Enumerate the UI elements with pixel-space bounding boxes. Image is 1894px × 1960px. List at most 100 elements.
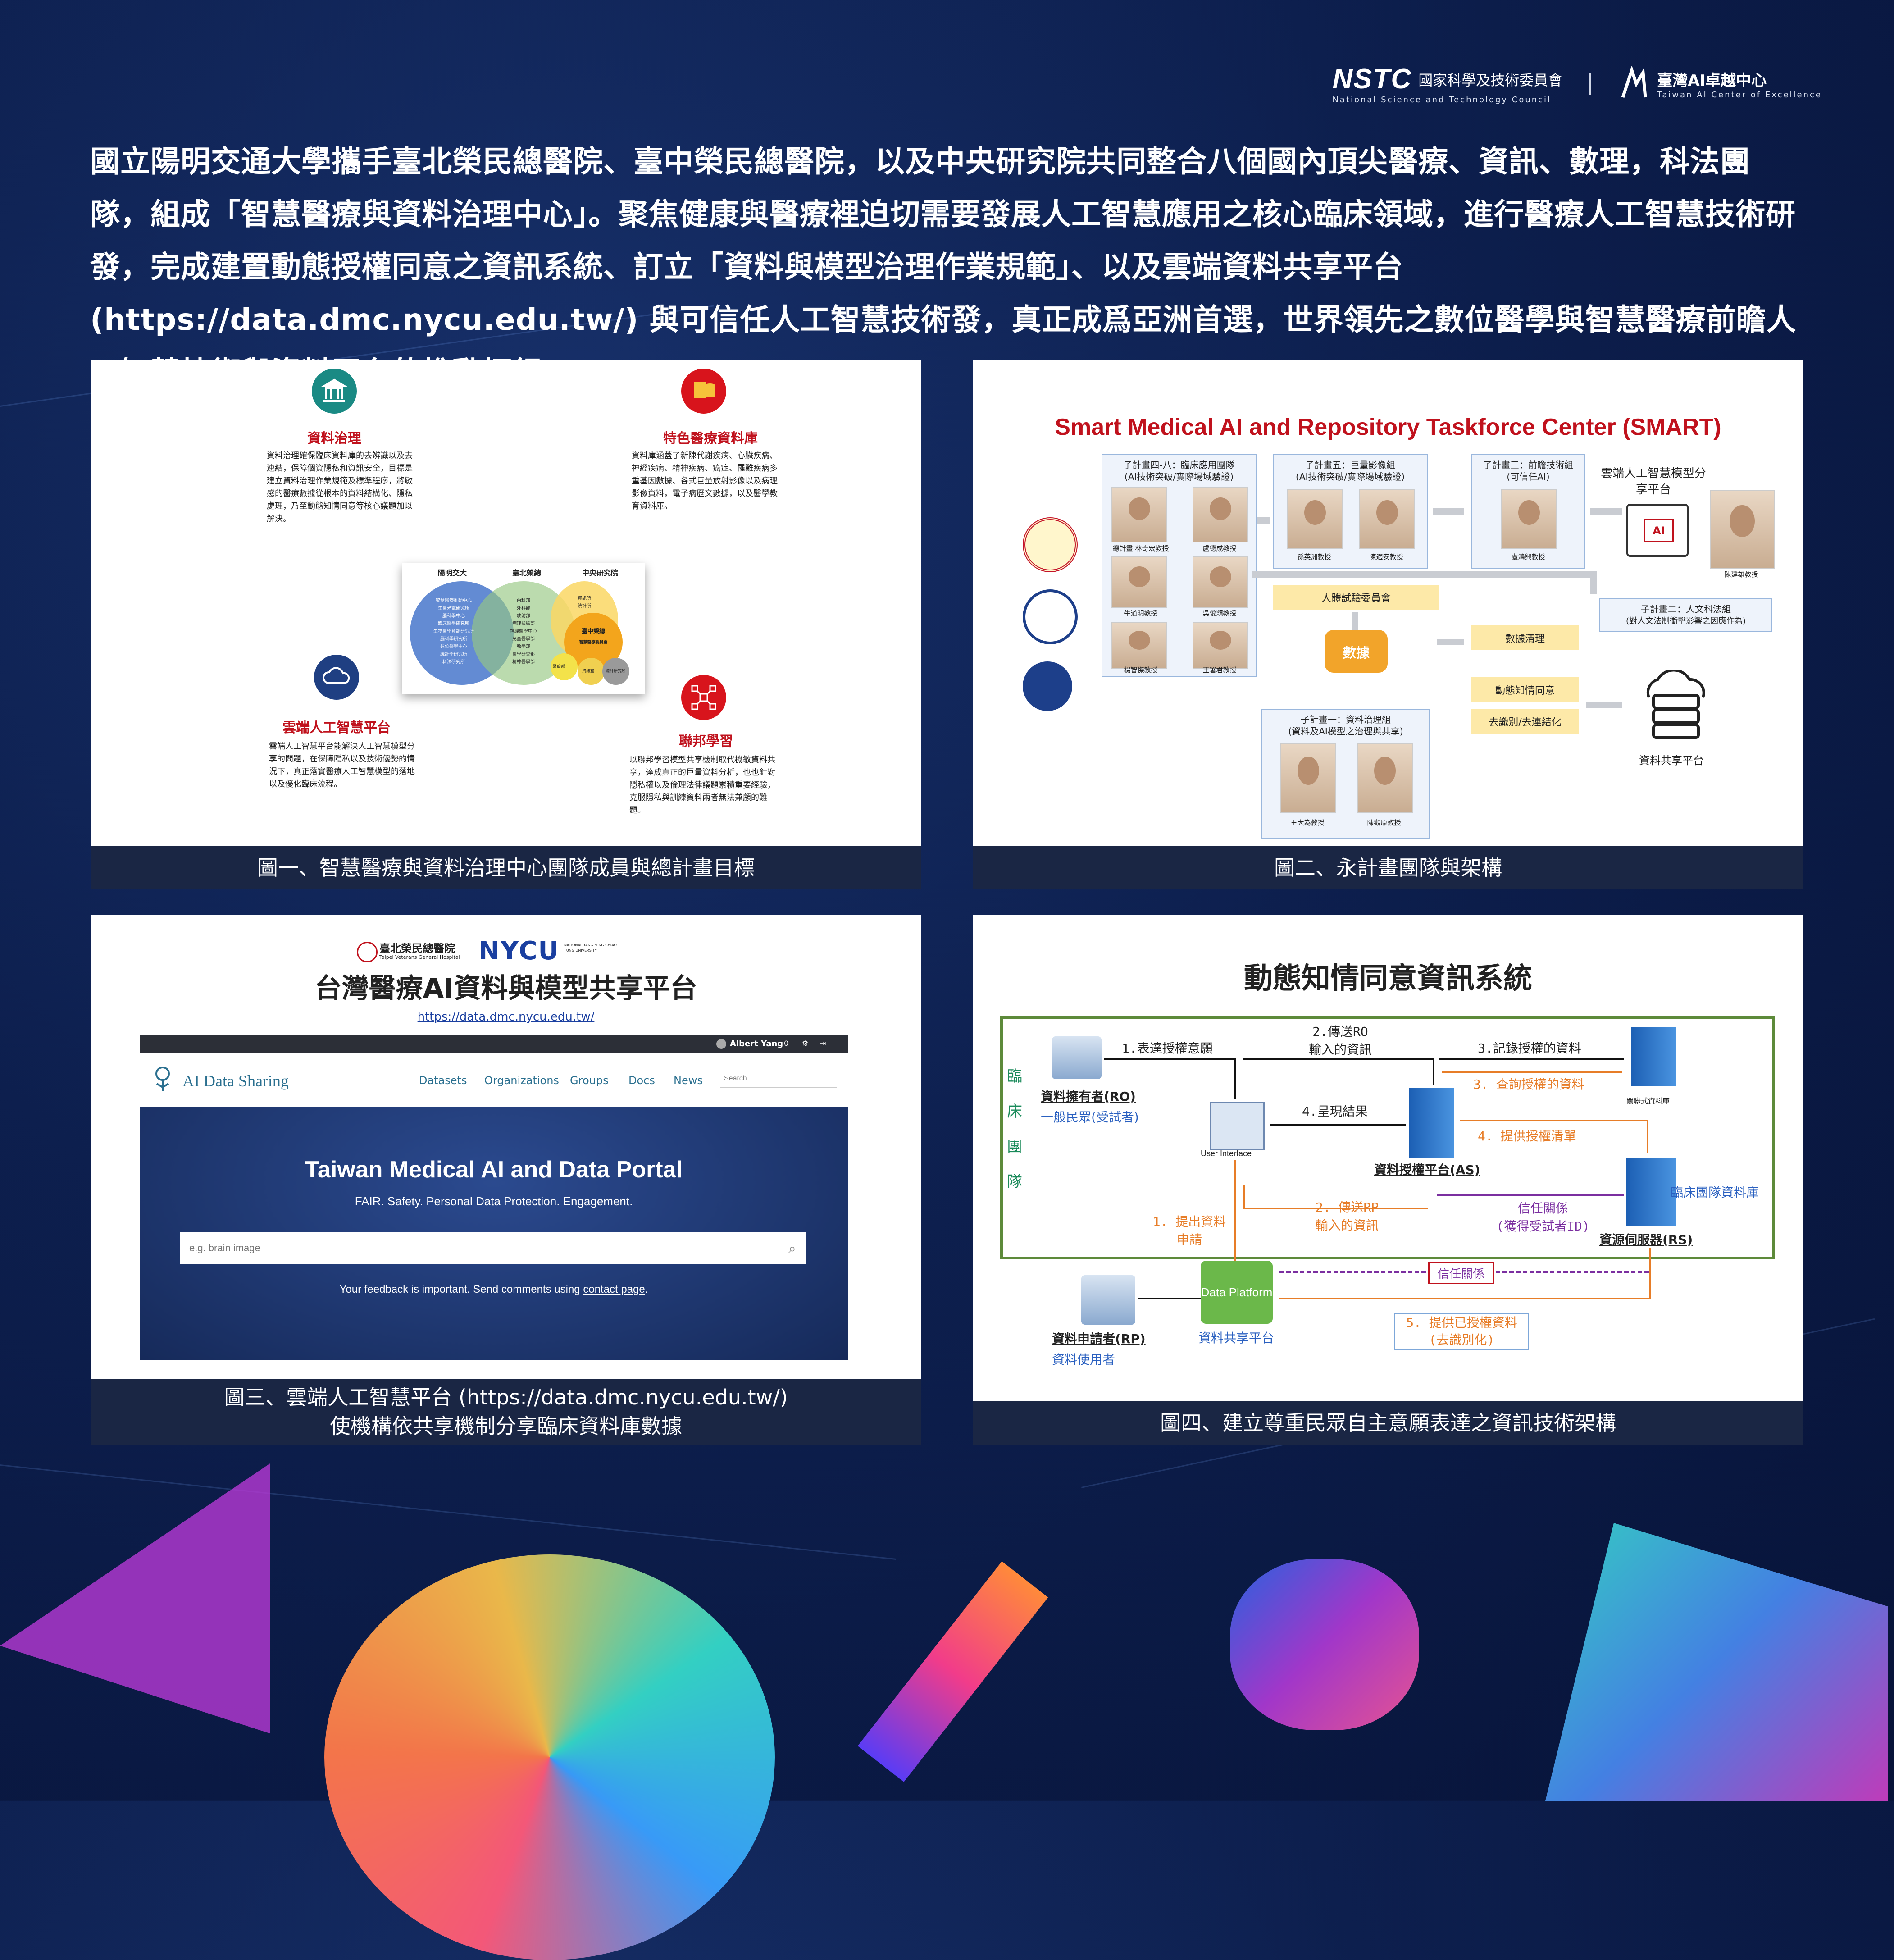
applicant-computer-icon	[1081, 1275, 1135, 1325]
nav-news[interactable]: News	[674, 1074, 703, 1087]
hero-search-input[interactable]	[180, 1232, 806, 1264]
share-platform-label: 資料共享平台	[1639, 754, 1704, 767]
federated-title: 聯邦學習	[679, 734, 733, 749]
box5-sub: (AI技術突破/實際場域驗證)	[1296, 471, 1405, 482]
cloud-ai-label: 雲端人工智慧模型分享平台	[1600, 467, 1706, 497]
data-platform-box: Data Platform	[1201, 1261, 1273, 1324]
person-photo	[1111, 622, 1167, 669]
venn-small-2: 資訊室	[582, 669, 595, 674]
feedback-end: .	[645, 1283, 648, 1295]
header-logos: NSTC 國家科學及技術委員會 National Science and Tec…	[1332, 63, 1822, 105]
rs-label: 資源伺服器(RS)	[1599, 1232, 1693, 1247]
figure-1-caption: 圖一、智慧醫療與資料治理中心團隊成員與總計畫目標	[91, 846, 921, 889]
database-icon	[681, 369, 726, 414]
person-name: 陳建雄教授	[1724, 570, 1758, 579]
nav-organizations[interactable]: Organizations	[484, 1074, 559, 1087]
federated-text: 以聯邦學習模型共享機制取代機敏資料共享，達成真正的巨量資料分析，也也針對隱私權以…	[629, 755, 775, 815]
taic-logo: 臺灣AI卓越中心 Taiwan AI Center of Excellence	[1618, 66, 1822, 102]
edge-1-label: 1.表達授權意願	[1122, 1041, 1213, 1056]
nstc-logo: NSTC 國家科學及技術委員會 National Science and Tec…	[1332, 63, 1562, 105]
database-title: 特色醫療資料庫	[663, 431, 758, 447]
arrow	[1270, 1124, 1406, 1126]
clinical-db-label: 臨床團隊資料庫	[1671, 1185, 1759, 1200]
dp-subtitle: 資料共享平台	[1198, 1331, 1275, 1345]
topbar-count-1[interactable]: 0	[784, 1039, 789, 1048]
governance-text: 資料治理確保臨床資料庫的去辨識以及去連結，保障個資隱私和資訊安全，目標是建立資料…	[267, 451, 413, 524]
arrow	[1439, 1058, 1624, 1060]
figure-3-caption: 圖三、雲端人工智慧平台 (https://data.dmc.nycu.edu.t…	[91, 1379, 921, 1445]
topbar-user[interactable]: Albert Yang	[730, 1039, 783, 1048]
arrow	[1279, 1298, 1649, 1299]
data-box: 數據	[1325, 630, 1388, 673]
box2-sub: (對人文法制衝擊影響之因應作為)	[1625, 616, 1746, 626]
arrow	[1433, 1058, 1434, 1085]
contact-link[interactable]: contact page	[583, 1283, 645, 1295]
box2-title: 子計畫二：人文科法組	[1641, 604, 1731, 615]
edge-3-label: 3.記錄授權的資料	[1478, 1041, 1581, 1056]
figure-3-caption-line1: 圖三、雲端人工智慧平台 (https://data.dmc.nycu.edu.t…	[224, 1385, 788, 1409]
nav-datasets[interactable]: Datasets	[419, 1074, 467, 1087]
venn-header-sinica: 中央研究院	[582, 569, 619, 577]
brand-name[interactable]: AI Data Sharing	[182, 1072, 289, 1090]
hero-title: Taiwan Medical AI and Data Portal	[305, 1157, 683, 1183]
nycu-sub: NATIONAL YANG MING CHIAO TUNG UNIVERSITY	[564, 943, 617, 953]
figure-4-caption: 圖四、建立尊重民眾自主意願表達之資訊技術架構	[973, 1401, 1803, 1445]
nav-docs[interactable]: Docs	[628, 1074, 655, 1087]
person-name: 牛道明教授	[1124, 609, 1158, 617]
arrow	[1437, 639, 1464, 645]
portal-navbar: AI Data Sharing Datasets Organizations G…	[140, 1053, 848, 1107]
venn-right-list: 資訊所統計所	[578, 596, 591, 609]
arrow	[1243, 1208, 1428, 1209]
venn-center-list: 臺中榮總智慧醫療委員會	[579, 628, 608, 645]
arrow	[1586, 702, 1622, 708]
person-photo	[1710, 490, 1775, 569]
venn-dot	[551, 653, 578, 680]
person-photo	[1193, 487, 1248, 542]
database-text: 資料庫涵蓋了新陳代謝疾病、心臟疾病、神經疾病、精神疾病、癌症、罹難疾病多重基因數…	[632, 451, 778, 511]
portal-hero: Taiwan Medical AI and Data Portal FAIR. …	[140, 1107, 848, 1360]
edge-4-label: 4.呈現結果	[1302, 1104, 1368, 1119]
logout-icon[interactable]: ⇥	[820, 1039, 826, 1048]
box3-title: 子計畫三：前瞻技術組	[1483, 460, 1573, 470]
arrow	[1442, 1071, 1622, 1073]
arrow	[1252, 571, 1595, 578]
arrow	[1104, 1058, 1234, 1060]
ro-subtitle: 一般民眾(受試者)	[1041, 1110, 1139, 1125]
rp-subtitle: 資料使用者	[1052, 1352, 1115, 1367]
box3-sub: (可信任AI)	[1507, 471, 1550, 482]
fig4-title: 動態知情同意資訊系統	[1244, 962, 1532, 995]
person-name: 楊智傑教授	[1124, 666, 1158, 674]
box-subproject-1: 子計畫一：資料治理組 (資料及AI模型之治理與共享) 王大為教授 陳觀原教授	[1261, 709, 1430, 839]
ai-chip-icon: AI	[1626, 504, 1689, 557]
cloud-title: 雲端人工智慧平台	[282, 720, 391, 736]
person-photo	[1357, 743, 1413, 813]
arrow	[1243, 1185, 1245, 1208]
fig3-url[interactable]: https://data.dmc.nycu.edu.tw/	[417, 1010, 595, 1024]
arrow	[1437, 1194, 1624, 1196]
dist-db-label: 關聯式資料庫	[1626, 1097, 1670, 1105]
decorative-bar	[857, 1561, 1048, 1782]
vghtpe-emblem	[1023, 517, 1078, 572]
person-name: 王署君教授	[1202, 666, 1237, 674]
federated-icon	[681, 675, 726, 720]
avatar[interactable]	[716, 1039, 726, 1049]
governance-title: 資料治理	[307, 431, 361, 447]
as-label: 資料授權平台(AS)	[1374, 1162, 1480, 1177]
portal-screenshot: Albert Yang 0 ⚙ ⇥ AI Data Sharing Datase…	[140, 1035, 848, 1360]
fig2-title: Smart Medical AI and Repository Taskforc…	[1055, 414, 1721, 440]
user-interface-icon	[1210, 1102, 1265, 1150]
arrow	[1234, 1160, 1236, 1298]
person-name: 總計畫:林奇宏教授	[1112, 544, 1169, 552]
box-subproject-4-8: 子計畫四-八：臨床應用團隊 (AI技術突破/實際場域驗證) 總計畫:林奇宏教授 …	[1102, 454, 1257, 677]
sinica-emblem	[1023, 661, 1072, 711]
ui-label: User Interface	[1201, 1149, 1252, 1158]
arrow	[1460, 1120, 1647, 1121]
gear-icon[interactable]: ⚙	[802, 1039, 809, 1048]
person-name: 盧鴻興教授	[1511, 553, 1545, 561]
nav-groups[interactable]: Groups	[570, 1074, 609, 1087]
venn-header-nycu: 陽明交大	[438, 569, 467, 577]
search-icon[interactable]: ⌕	[788, 1241, 796, 1257]
nav-search-input[interactable]	[720, 1070, 837, 1088]
person-photo	[1287, 489, 1343, 549]
arrow	[1590, 508, 1622, 515]
